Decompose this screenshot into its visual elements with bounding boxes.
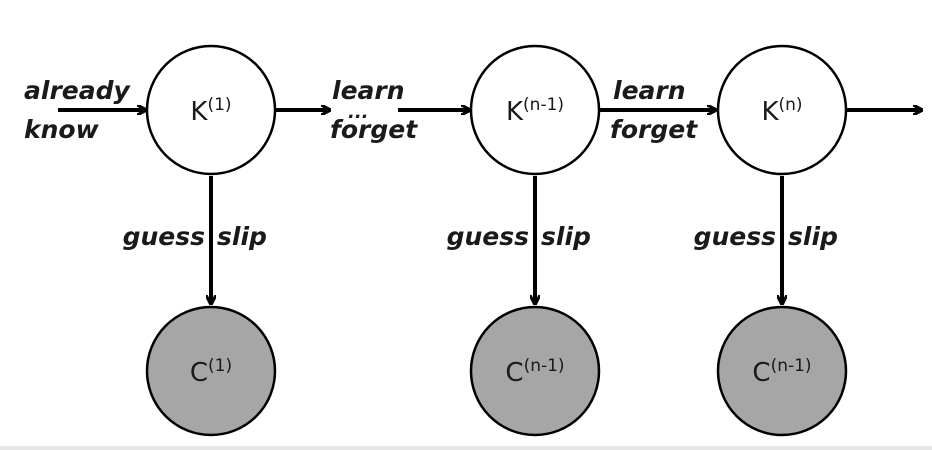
observed-node-2-base: C (505, 358, 523, 388)
knowledge-node-1-base: K (190, 97, 208, 127)
knowledge-node-3-sup: (n) (779, 95, 803, 115)
label-know: know (24, 115, 100, 144)
label-learn-1: learn (332, 76, 405, 105)
label-slip-1: slip (217, 222, 267, 251)
svg-text:C(n-1): C(n-1) (505, 356, 564, 388)
observed-node-2-sup: (n-1) (524, 356, 565, 376)
knowledge-node-2: K(n-1) (469, 44, 601, 176)
bottom-divider (0, 446, 932, 450)
knowledge-node-3-base: K (761, 97, 779, 127)
observed-node-3-sup: (n-1) (771, 356, 812, 376)
svg-text:K(n-1): K(n-1) (506, 95, 564, 127)
observed-node-3: C(n-1) (716, 305, 848, 437)
observed-node-1-sup: (1) (208, 356, 232, 376)
knowledge-node-3: K(n) (716, 44, 848, 176)
knowledge-node-2-base: K (506, 97, 524, 127)
svg-text:K(1): K(1) (190, 95, 231, 127)
observed-node-2: C(n-1) (469, 305, 601, 437)
knowledge-node-2-sup: (n-1) (523, 95, 564, 115)
knowledge-node-1-sup: (1) (207, 95, 231, 115)
label-guess-1: guess (123, 222, 205, 251)
label-slip-3: slip (788, 222, 838, 251)
label-ellipsis: ... (348, 102, 369, 123)
label-forget-2: forget (610, 115, 698, 144)
label-learn-2: learn (613, 76, 686, 105)
label-slip-2: slip (541, 222, 591, 251)
svg-text:C(1): C(1) (190, 356, 232, 388)
observed-node-1: C(1) (145, 305, 277, 437)
knowledge-node-1: K(1) (145, 44, 277, 176)
observed-node-3-base: C (752, 358, 770, 388)
label-guess-2: guess (447, 222, 529, 251)
observed-node-1-base: C (190, 358, 208, 388)
label-already: already (24, 76, 131, 105)
svg-text:C(n-1): C(n-1) (752, 356, 811, 388)
svg-text:K(n): K(n) (761, 95, 802, 127)
label-guess-3: guess (694, 222, 776, 251)
label-forget-1: forget (330, 115, 418, 144)
